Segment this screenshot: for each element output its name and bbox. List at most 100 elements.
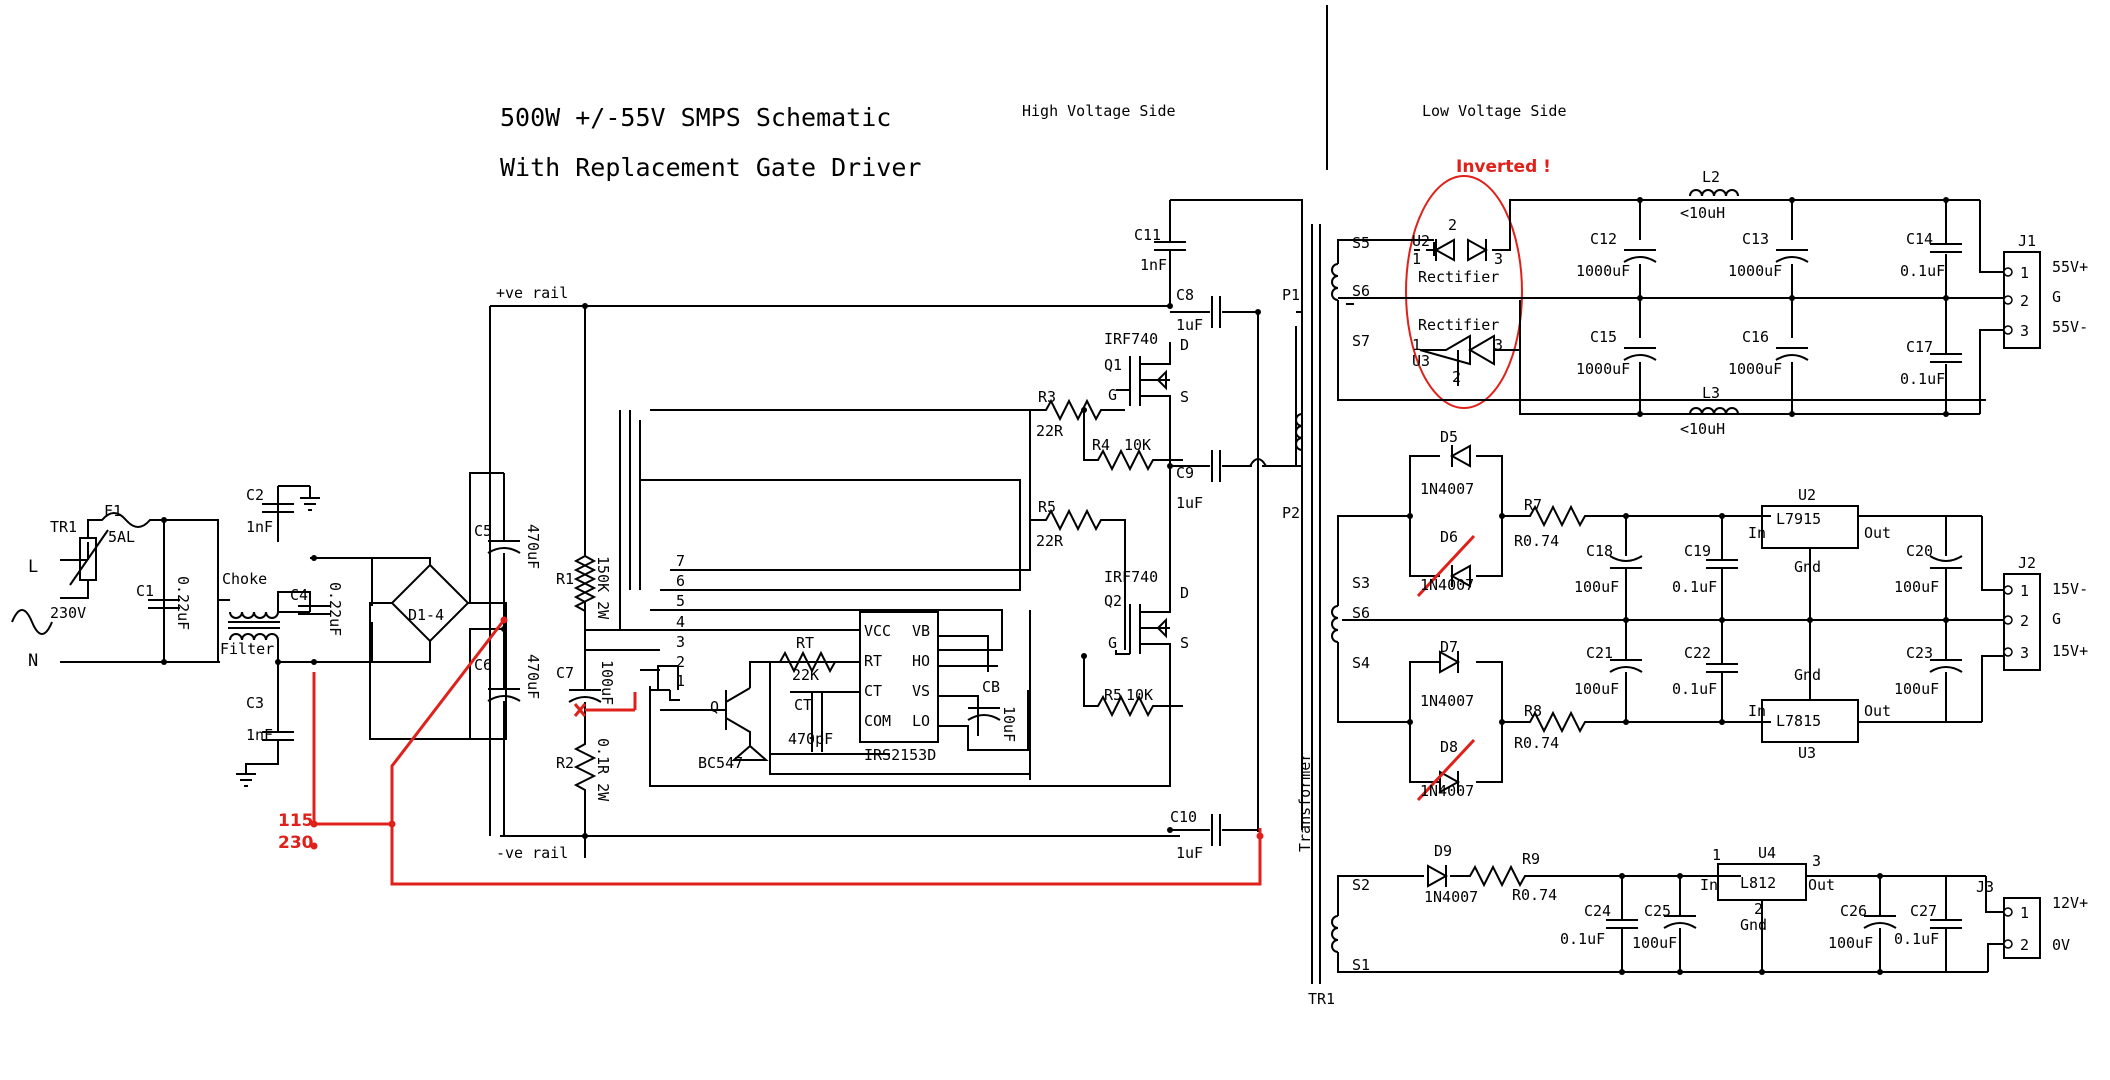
s3-label: S3: [1352, 574, 1370, 592]
c1-label: C1: [136, 582, 154, 600]
rectifier-label-2: Rectifier: [1418, 316, 1499, 334]
j1-out3: 55V-: [2052, 318, 2088, 336]
p1-label: P1: [1282, 286, 1300, 304]
c20-value: 100uF: [1894, 578, 1939, 596]
inverted-highlight-ellipse: [1405, 175, 1523, 409]
d1-4-label: D1-4: [408, 606, 444, 624]
u2b-type: L7915: [1776, 510, 1821, 528]
u3-pin3: 3: [1494, 336, 1503, 354]
j3-out1: 12V+: [2052, 894, 2088, 912]
c24-label: C24: [1584, 902, 1611, 920]
j2-out3: 15V+: [2052, 642, 2088, 660]
c22-value: 0.1uF: [1672, 680, 1717, 698]
c9-label: C9: [1176, 464, 1194, 482]
c21-label: C21: [1586, 644, 1613, 662]
voltage-selector: 115 230: [278, 616, 1264, 886]
r4-label: R4: [1092, 436, 1110, 454]
c18-label: C18: [1586, 542, 1613, 560]
d8-value: 1N4007: [1420, 782, 1474, 800]
c19-capacitor: C19 0.1uF: [1672, 516, 1739, 620]
c14-label: C14: [1906, 230, 1933, 248]
d6-value: 1N4007: [1420, 576, 1474, 594]
p2-label: P2: [1282, 504, 1300, 522]
output-12v: D9 1N4007 R9 R0.74 U4 L812 In Out 1 3 2 …: [1368, 842, 2088, 973]
q2-gate: G: [1108, 634, 1117, 652]
c2-value: 1nF: [246, 518, 273, 536]
c7-value: 100uF: [598, 660, 616, 705]
irs2153d-chip: [859, 611, 939, 743]
gate-driver: IRS2153D VCC RT CT COM VB HO VS LO 7 6 5…: [585, 409, 1031, 780]
c13-label: C13: [1742, 230, 1769, 248]
transformer-label: Transformer: [1296, 753, 1314, 852]
j3-pin1: 1: [2020, 904, 2029, 922]
j1-pin2: 2: [2020, 292, 2029, 310]
c9-value: 1uF: [1176, 494, 1203, 512]
c26-value: 100uF: [1828, 934, 1873, 952]
fuse-f1-value: 5AL: [108, 528, 135, 546]
selector-115-label: 115: [278, 811, 314, 831]
c23-label: C23: [1906, 644, 1933, 662]
c26-capacitor: C26 100uF: [1828, 876, 1897, 972]
rt-label: RT: [796, 634, 814, 652]
j1-pin1: 1: [2020, 264, 2029, 282]
c16-capacitor: C16 1000uF: [1728, 300, 1809, 414]
u4-gnd: Gnd: [1740, 916, 1767, 934]
driver-pin-numbers: 7 6 5 4 3 2 1: [676, 552, 685, 690]
j2-pin3: 3: [2020, 644, 2029, 662]
ct-value: 470pF: [788, 730, 833, 748]
q1-source: S: [1180, 388, 1189, 406]
q1-type: IRF740: [1104, 330, 1158, 348]
j2-out1: 15V-: [2052, 580, 2088, 598]
s6-label: S6: [1352, 282, 1370, 300]
l3-label: L3: [1702, 384, 1720, 402]
u3b-in: In: [1748, 702, 1766, 720]
c1-value: 0.22uF: [174, 576, 192, 630]
driver-pin-number: 3: [676, 633, 685, 651]
q-label: Q: [710, 698, 719, 716]
c16-label: C16: [1742, 328, 1769, 346]
half-bridge: C11 1nF C8 1uF IRF740 Q1 D G S R3 22R R4…: [649, 199, 1303, 862]
selector-rail-dot: [500, 616, 508, 624]
q2-source: S: [1180, 634, 1189, 652]
d8-label: D8: [1440, 738, 1458, 756]
u2-pin2: 2: [1448, 216, 1457, 234]
d5-label: D5: [1440, 428, 1458, 446]
pin-ho: HO: [912, 652, 930, 670]
r5b-label: R5: [1104, 686, 1122, 704]
q1-gate: G: [1108, 386, 1117, 404]
r5b-value: 10K: [1126, 686, 1153, 704]
c6-label: C6: [474, 656, 492, 674]
driver-pin-number: 7: [676, 552, 685, 570]
q2-drain: D: [1180, 584, 1189, 602]
r9-label: R9: [1522, 850, 1540, 868]
c26-label: C26: [1840, 902, 1867, 920]
d5-value: 1N4007: [1420, 480, 1474, 498]
selector-mid-dot: [388, 820, 396, 828]
filter-label: Filter: [220, 640, 274, 658]
c19-label: C19: [1684, 542, 1711, 560]
title-line-1: 500W +/-55V SMPS Schematic: [500, 103, 891, 132]
c13-capacitor: C13 1000uF: [1728, 200, 1809, 300]
r2-label: R2: [556, 754, 574, 772]
r1-label: R1: [556, 570, 574, 588]
c25-label: C25: [1644, 902, 1671, 920]
j2-pin2: 2: [2020, 612, 2029, 630]
r2-value: 0.1R 2W: [594, 738, 612, 802]
l2-value: <10uH: [1680, 204, 1725, 222]
c5-label: C5: [474, 522, 492, 540]
bc547-transistor: [725, 687, 769, 761]
input-filter: L N 230V TR1 F1 5AL C1 0.22uF Choke Filt…: [11, 485, 507, 787]
c11-value: 1nF: [1140, 256, 1167, 274]
bc547-label: BC547: [698, 754, 743, 772]
u2-pin3: 3: [1494, 250, 1503, 268]
u3-pin2: 2: [1452, 368, 1461, 386]
c7-label: C7: [556, 664, 574, 682]
c6-value: 470uF: [524, 654, 542, 699]
r8-label: R8: [1524, 702, 1542, 720]
c27-value: 0.1uF: [1894, 930, 1939, 948]
u3b-label: U3: [1798, 744, 1816, 762]
c23-capacitor: C23 100uF: [1894, 620, 1963, 722]
u3-label: U3: [1412, 352, 1430, 370]
pin-rt: RT: [864, 652, 882, 670]
